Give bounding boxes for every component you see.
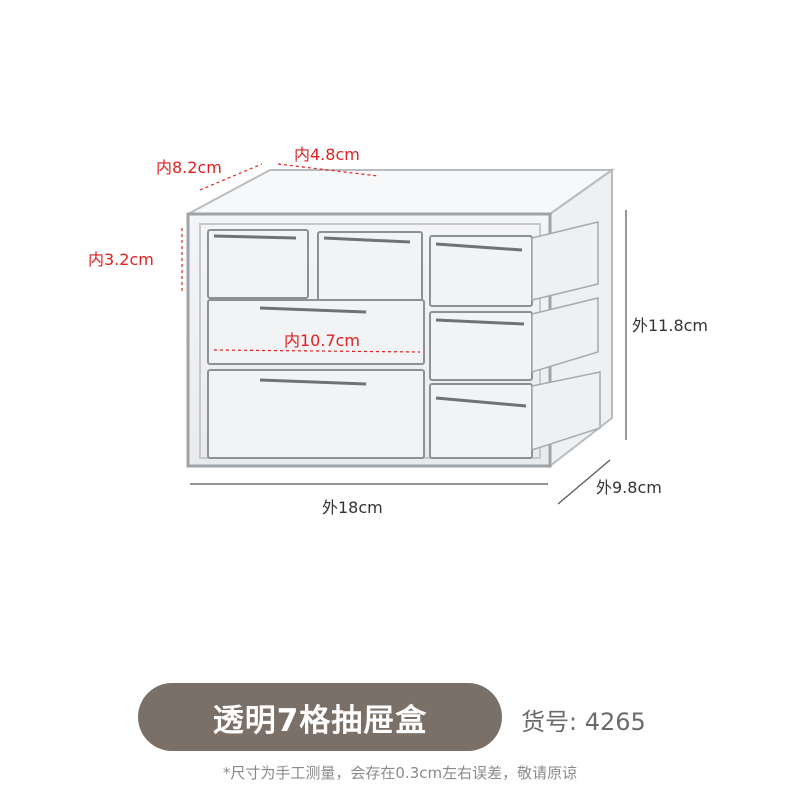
dim-outer-depth: 外9.8cm <box>596 478 662 497</box>
drawer-handle <box>259 378 367 386</box>
drawer-handle <box>323 236 411 244</box>
dim-inner-large-width: 内10.7cm <box>284 331 361 350</box>
drawer-small-1 <box>207 229 309 299</box>
dim-inner-depth: 内8.2cm <box>156 158 222 177</box>
drawer-row-3 <box>207 369 533 459</box>
dim-inner-small-width: 内4.8cm <box>294 145 360 164</box>
drawer-handle <box>435 242 523 252</box>
dim-outer-height: 外11.8cm <box>632 316 709 335</box>
drawer-handle <box>213 234 297 240</box>
box-top-face <box>187 169 616 215</box>
item-number: 货号: 4265 <box>521 708 646 736</box>
drawer-large-1 <box>207 299 425 365</box>
dim-inner-height: 内3.2cm <box>88 250 154 269</box>
drawer-row-1 <box>207 229 533 307</box>
product-title: 透明7格抽屉盒 <box>212 702 428 739</box>
measurement-footnote: *尺寸为手工测量，会存在0.3cm左右误差，敬请原谅 <box>222 764 578 782</box>
drawer-handle <box>259 306 367 314</box>
drawer-handle <box>435 396 527 408</box>
drawer-large-2 <box>207 369 425 459</box>
dim-outer-width: 外18cm <box>322 498 383 517</box>
drawer-small-5 <box>429 383 533 459</box>
product-title-pill: 透明7格抽屉盒 <box>138 683 502 751</box>
drawer-handle <box>435 318 525 326</box>
